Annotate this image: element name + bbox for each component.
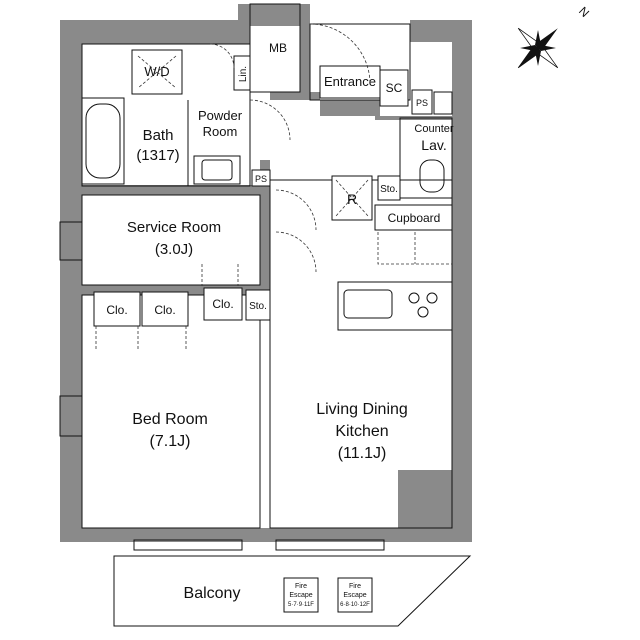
storage-2	[245, 289, 271, 321]
compass-north-label: N	[576, 4, 592, 20]
pipe-space-box	[433, 91, 453, 115]
room-ldk-2: Kitchen	[335, 423, 388, 440]
kitchen-sink-icon	[343, 289, 393, 319]
fire2-line1: Fire	[349, 583, 361, 590]
closet-3	[203, 287, 243, 321]
room-sto1: Sto.	[380, 184, 398, 195]
pipe-space-2	[251, 169, 271, 187]
stove-burner-icon	[408, 292, 420, 304]
bed-balcony-window	[133, 539, 243, 551]
room-clo2: Clo.	[154, 303, 175, 317]
room-entrance: Entrance	[324, 74, 376, 89]
room-ldk-1: Living Dining	[316, 401, 408, 418]
closet-1	[93, 291, 141, 327]
room-sto2: Sto.	[249, 301, 267, 312]
fire2-line3: 6·8·10·12F	[340, 602, 370, 608]
fire-escape-1	[283, 577, 319, 613]
shoe-cabinet	[379, 69, 409, 107]
compass-rose-icon	[517, 27, 559, 69]
room-powder-1: Powder	[198, 108, 243, 123]
room-ps1: PS	[416, 98, 428, 108]
closet-2	[141, 291, 189, 327]
room-wd: W/D	[144, 64, 169, 79]
room-lin: Lin.	[238, 66, 249, 82]
balcony-outline	[113, 555, 472, 627]
room-powder-2: Room	[203, 124, 238, 139]
linen-closet	[233, 55, 251, 91]
room-clo1: Clo.	[106, 303, 127, 317]
room-ldk-3: (11.1J)	[338, 445, 387, 462]
storage-1	[377, 175, 401, 201]
bathtub	[81, 97, 125, 185]
service-window	[59, 221, 83, 261]
pipe-space-1	[411, 89, 433, 115]
fire-escape-2	[337, 577, 373, 613]
kitchen-counter	[337, 281, 453, 331]
room-clo3: Clo.	[212, 297, 233, 311]
room-counter-2: Lav.	[421, 137, 446, 153]
room-r: R	[347, 191, 357, 207]
fire1-line3: 5·7·9·11F	[288, 602, 314, 608]
room-balcony: Balcony	[184, 585, 241, 602]
ldk-balcony-window	[275, 539, 385, 551]
room-bed-size: (7.1J)	[150, 433, 191, 450]
refrigerator-space	[331, 175, 373, 221]
room-mb: MB	[269, 41, 287, 55]
room-service-size: (3.0J)	[155, 241, 193, 258]
room-bath-name: Bath	[143, 127, 174, 144]
room-counter-1: Counter	[414, 123, 453, 135]
bed-window	[59, 395, 83, 437]
fire1-line1: Fire	[295, 583, 307, 590]
room-bath-size: (1317)	[136, 147, 179, 164]
fire1-line2: Escape	[289, 592, 312, 599]
washer-dryer-area	[131, 49, 183, 95]
room-service-name: Service Room	[127, 219, 221, 236]
fire2-line2: Escape	[343, 592, 366, 599]
room-sc: SC	[386, 81, 403, 95]
room-ps2: PS	[255, 174, 267, 184]
room-cupboard: Cupboard	[388, 211, 441, 225]
room-bed-name: Bed Room	[132, 411, 208, 428]
walls	[60, 4, 472, 542]
toilet-icon	[419, 159, 445, 193]
